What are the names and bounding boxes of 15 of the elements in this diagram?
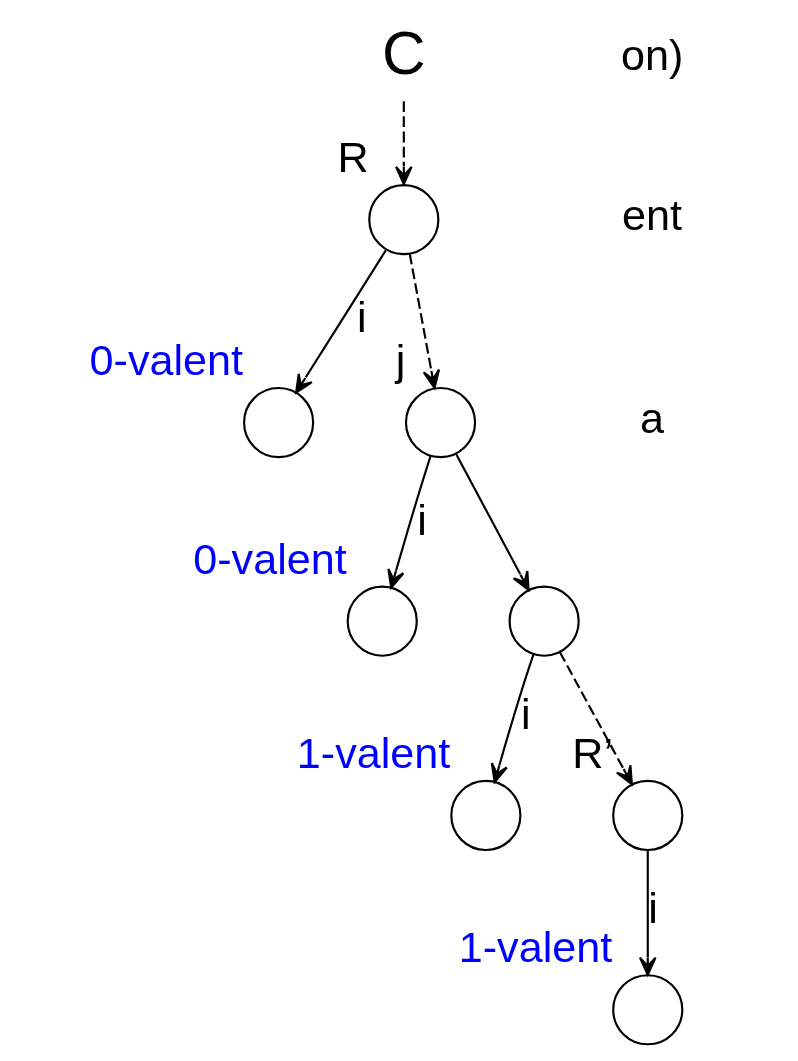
edge-label: i	[647, 884, 658, 933]
node-label: R’	[571, 728, 613, 777]
label: ent	[621, 191, 682, 240]
node-label: j	[395, 336, 405, 385]
node-label: 0-valent	[89, 336, 243, 385]
node-text: C	[381, 18, 426, 87]
node-label: 1-valent	[296, 728, 450, 777]
node-label: 0-valent	[192, 534, 347, 583]
edge-label: i	[520, 690, 531, 739]
label: a	[639, 394, 664, 443]
node-label: 1-valent	[458, 923, 612, 972]
label: on)	[620, 30, 683, 79]
node-label: R	[337, 133, 369, 182]
edge-label: i	[416, 495, 427, 544]
edge-label: i	[356, 292, 367, 341]
